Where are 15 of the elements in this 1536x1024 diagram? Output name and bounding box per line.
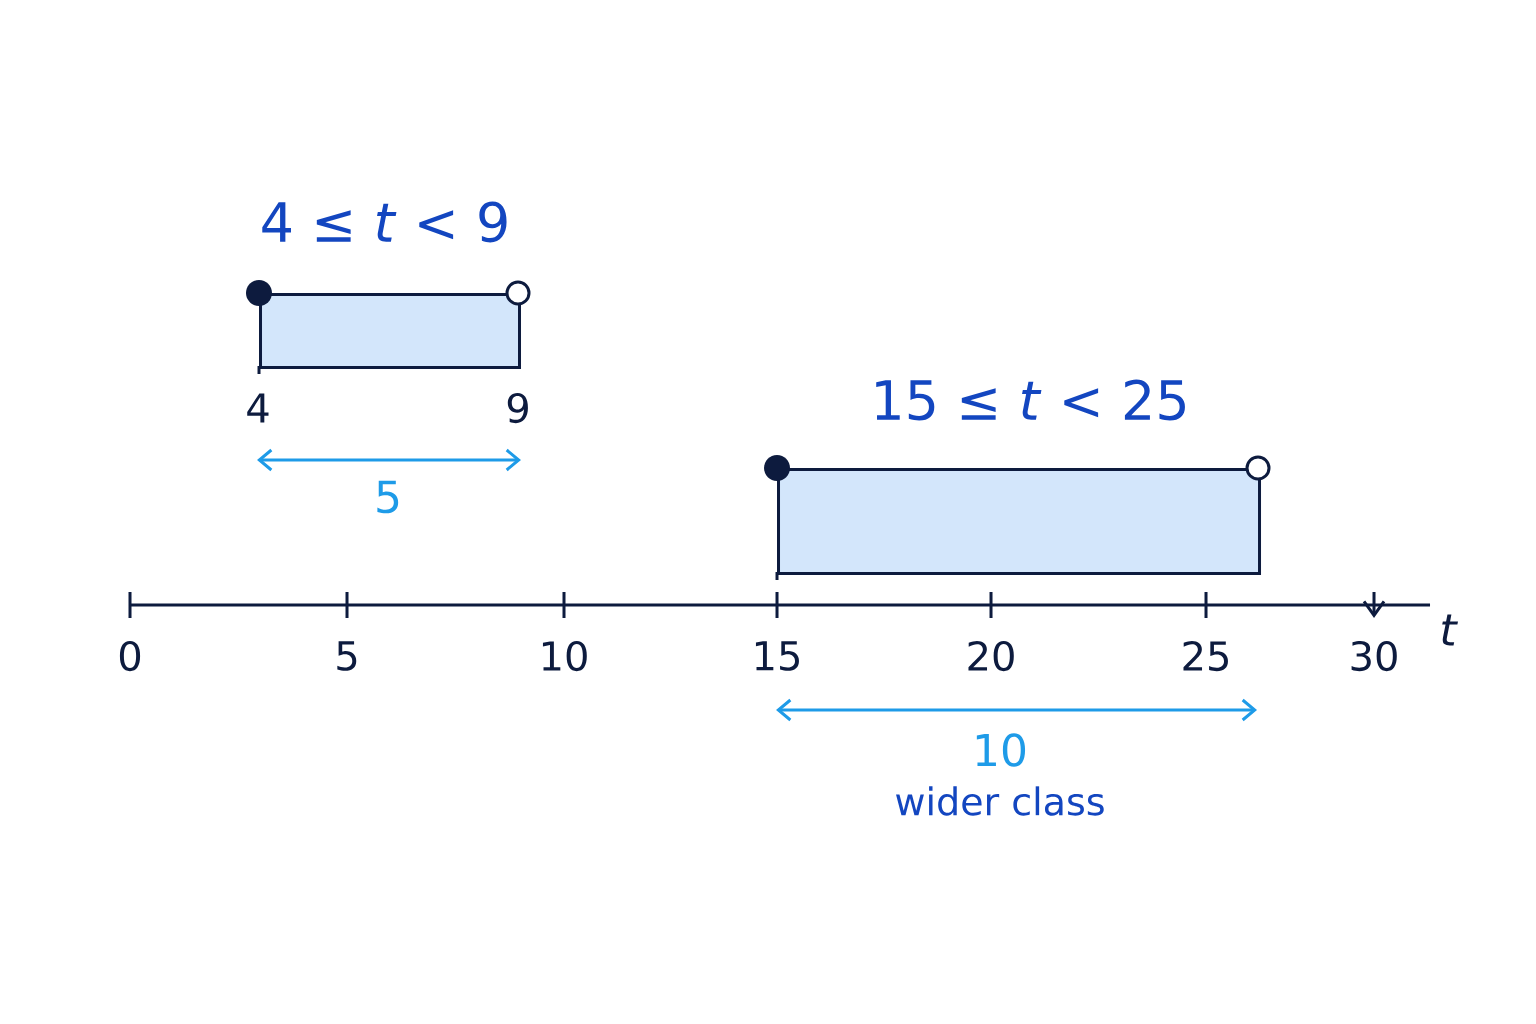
tick-label: 30	[1351, 640, 1397, 672]
caption-text: wider class	[896, 786, 1104, 816]
axis-label: t	[1442, 614, 1458, 646]
tick-label: 20	[968, 640, 1014, 672]
interval-label: 4 ≤ t < 9	[262, 201, 507, 243]
interval-label: 15 ≤ t < 25	[876, 379, 1185, 421]
tick-label: 9	[507, 392, 528, 424]
tick-label: 25	[1183, 640, 1228, 672]
tick-label: 10	[542, 640, 587, 672]
tick-label: 0	[119, 640, 141, 672]
dimension-label: 5	[377, 480, 399, 514]
tick-label: 4	[247, 393, 269, 423]
tick-label: 15	[755, 641, 799, 671]
tick-label: 5	[337, 641, 357, 671]
dimension-label: 10	[976, 733, 1026, 767]
